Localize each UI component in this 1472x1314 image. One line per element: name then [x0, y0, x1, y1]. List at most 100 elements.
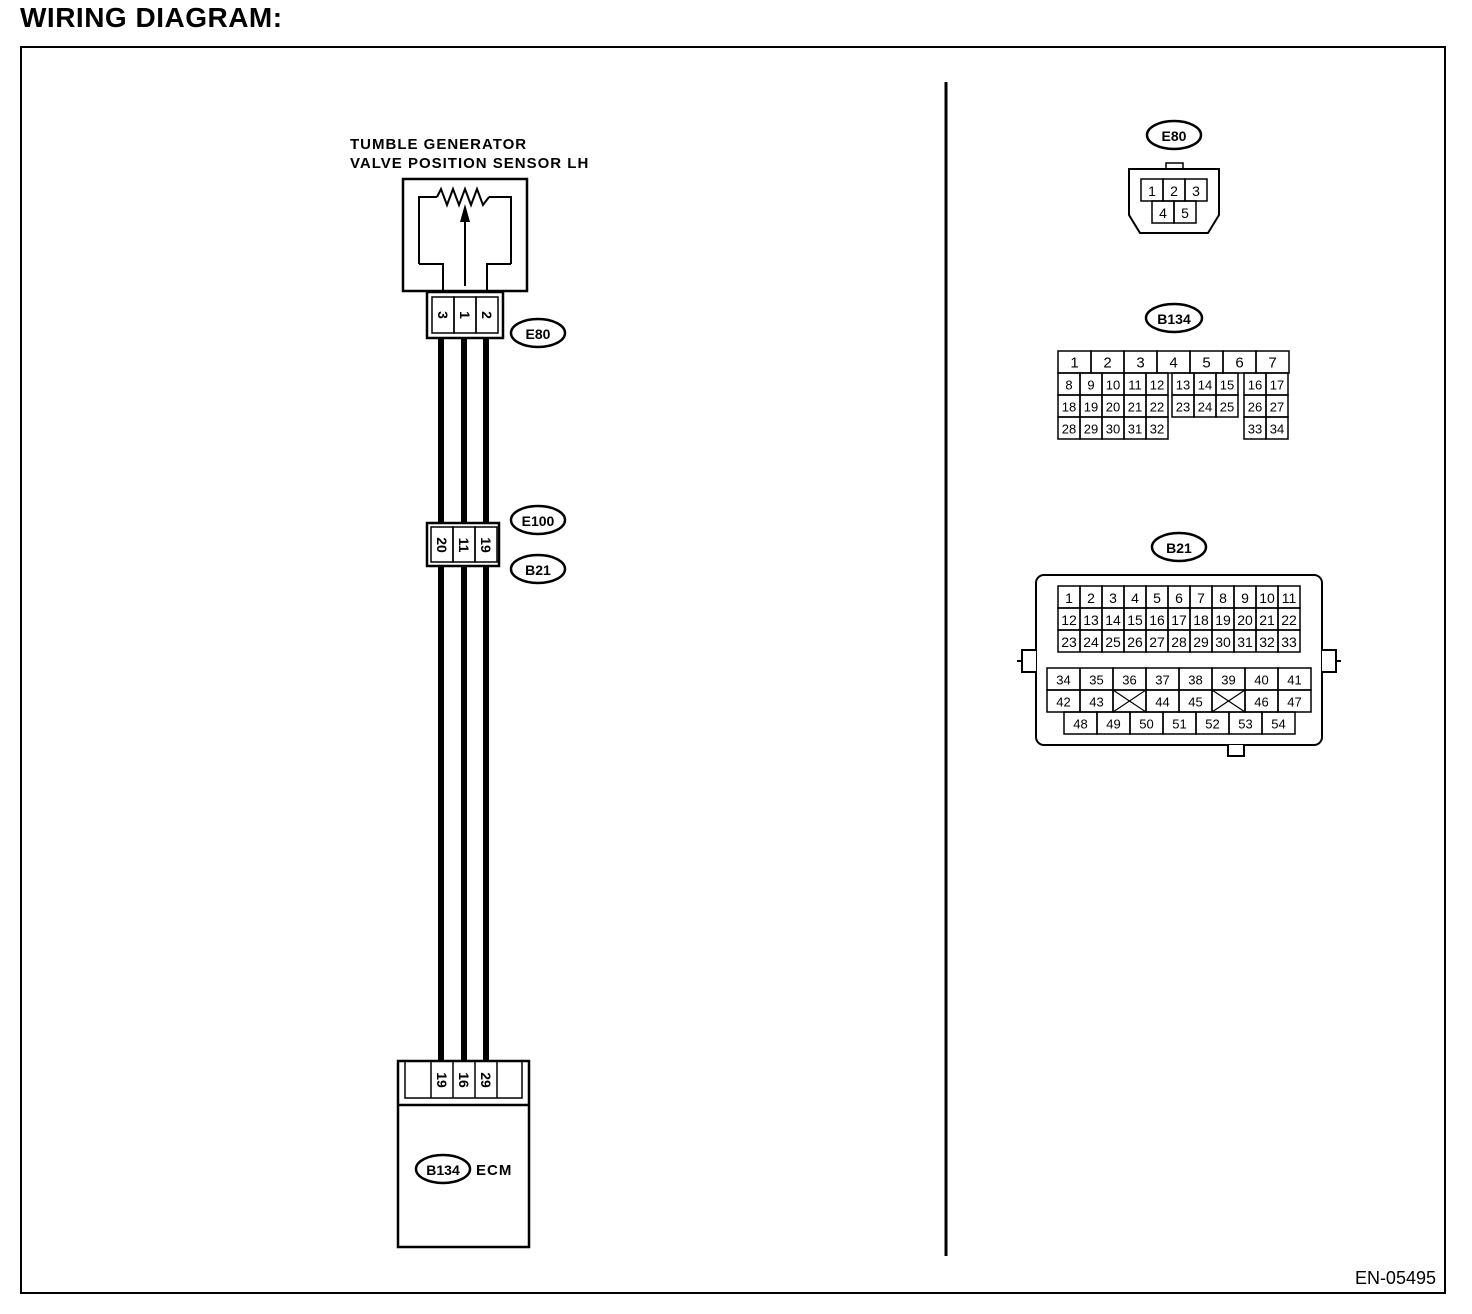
pin-number: 2 — [1103, 355, 1111, 372]
pin-cell: 41 — [1277, 667, 1312, 691]
pin-number: 31 — [1128, 422, 1142, 437]
pin-cell: 32 — [1145, 416, 1169, 440]
pin-cell: 33 — [1277, 629, 1301, 653]
pin-cell: 27 — [1145, 629, 1169, 653]
pin-cell: 18 — [1189, 607, 1213, 631]
pin-number: 22 — [1281, 612, 1297, 628]
figure-id: EN-05495 — [1354, 1268, 1436, 1288]
pin-cell: 6 — [1222, 350, 1257, 374]
pin-cell: 8 — [1057, 372, 1081, 396]
pin-number: 18 — [1193, 612, 1209, 628]
junction-tag-lower: B21 — [509, 553, 567, 585]
pin-number: 4 — [1159, 205, 1167, 221]
pin-cell: 46 — [1244, 689, 1279, 713]
pin-number: 47 — [1287, 695, 1301, 710]
pin-cell: 27 — [1265, 394, 1289, 418]
pin-number: 20 — [1106, 400, 1120, 415]
pin-cell: 29 — [1079, 416, 1103, 440]
harness-wires — [438, 338, 489, 1061]
pin-number: 23 — [1061, 634, 1077, 650]
pin-cell: 9 — [1079, 372, 1103, 396]
pin-number: 11 — [1282, 590, 1297, 606]
pin-number: 44 — [1155, 695, 1169, 710]
pin-cell: 30 — [1211, 629, 1235, 653]
pin-cell: 24 — [1193, 394, 1217, 418]
pin-number: 29 — [1193, 634, 1209, 650]
pin-number: 10 — [1259, 590, 1275, 606]
pin-number: 14 — [1105, 612, 1121, 628]
pin-cell: 36 — [1112, 667, 1147, 691]
pin-cell: 3 — [1123, 350, 1158, 374]
pin-cell: 34 — [1265, 416, 1289, 440]
pin-number: 34 — [1270, 422, 1284, 437]
pin-cell: 11 — [1277, 585, 1301, 609]
pin-number: 39 — [1221, 673, 1235, 688]
pin-number: 12 — [1061, 612, 1077, 628]
pin-cell: 31 — [1233, 629, 1257, 653]
pin-number: 9 — [1241, 590, 1249, 606]
pin-number: 22 — [1150, 400, 1164, 415]
pin-number: 33 — [1248, 422, 1262, 437]
pin-number: 25 — [1105, 634, 1121, 650]
pin-cell: 24 — [1079, 629, 1103, 653]
pin-cell: 37 — [1145, 667, 1180, 691]
pin-number: 5 — [1153, 590, 1161, 606]
pin-cell: 28 — [1167, 629, 1191, 653]
page-title: WIRING DIAGRAM: — [20, 2, 283, 33]
pin-cell: 50 — [1129, 711, 1164, 735]
pin-number: 33 — [1281, 634, 1297, 650]
pin-number: 13 — [1083, 612, 1099, 628]
pin-number: 1 — [1070, 355, 1078, 372]
pin-cell: 25 — [1101, 629, 1125, 653]
svg-text:B134: B134 — [426, 1162, 460, 1178]
pin-number: 1 — [1065, 590, 1073, 606]
pin-cell: 9 — [1233, 585, 1257, 609]
pin-cell: 15 — [1123, 607, 1147, 631]
pin-number: 15 — [1220, 378, 1234, 393]
pin-number: 40 — [1254, 673, 1268, 688]
pin-cell: 21 — [1255, 607, 1279, 631]
pin-cell: 2 — [1090, 350, 1125, 374]
pin-number: 27 — [1270, 400, 1284, 415]
pin-cell: 23 — [1171, 394, 1195, 418]
pin-number: 19 — [1215, 612, 1231, 628]
ecm-pin: 16 — [456, 1072, 472, 1088]
pin-number: 24 — [1083, 634, 1099, 650]
pin-cell: 4 — [1151, 200, 1175, 224]
pin-cell: 15 — [1215, 372, 1239, 396]
pin-cell: 30 — [1101, 416, 1125, 440]
junction-pin: 19 — [478, 537, 494, 553]
pin-cell: 21 — [1123, 394, 1147, 418]
pin-cell: 8 — [1211, 585, 1235, 609]
pin-number: 8 — [1219, 590, 1227, 606]
pin-number: 4 — [1169, 355, 1177, 372]
pin-cell: 54 — [1261, 711, 1296, 735]
pin-cell: 20 — [1101, 394, 1125, 418]
pin-number: 51 — [1172, 717, 1186, 732]
pin-number: 9 — [1087, 378, 1094, 393]
pin-cell: 43 — [1079, 689, 1114, 713]
pin-number: 34 — [1056, 673, 1070, 688]
pin-number: 32 — [1150, 422, 1164, 437]
pin-cell: 45 — [1178, 689, 1213, 713]
pin-cell: 26 — [1123, 629, 1147, 653]
pin-cell: 12 — [1057, 607, 1081, 631]
svg-text:E100: E100 — [522, 513, 555, 529]
e80-connector-tag: E80 — [1145, 119, 1203, 151]
pin-cell: 7 — [1189, 585, 1213, 609]
pin-number: 4 — [1131, 590, 1139, 606]
pin-cell: 18 — [1057, 394, 1081, 418]
pin-cell: 17 — [1167, 607, 1191, 631]
pin-number: 21 — [1128, 400, 1142, 415]
sensor-connector-tag: E80 — [509, 317, 567, 349]
pin-cell: 10 — [1255, 585, 1279, 609]
sensor-pin: 2 — [479, 311, 495, 319]
pin-number: 31 — [1237, 634, 1253, 650]
pin-cell: 23 — [1057, 629, 1081, 653]
pin-number: 16 — [1248, 378, 1262, 393]
pin-number: 7 — [1268, 355, 1276, 372]
svg-text:B21: B21 — [1166, 540, 1192, 556]
pin-number: 24 — [1198, 400, 1212, 415]
